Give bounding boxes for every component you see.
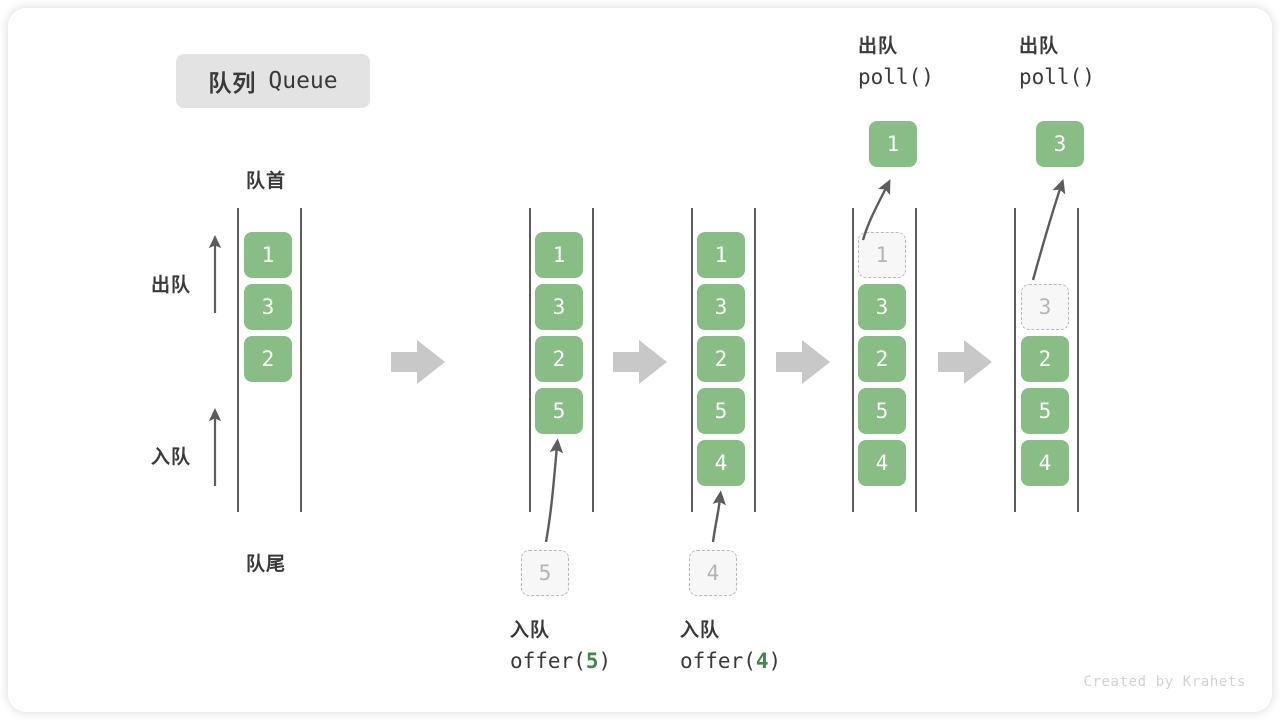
operation-code: poll() [1019,65,1095,89]
rail-right-stage-poll-3 [1077,208,1079,512]
operation-code: offer(5) [510,649,612,673]
queue-cell: 5 [535,388,583,434]
rail-left-stage-poll-3 [1014,208,1016,512]
rail-right-stage-offer-4 [754,208,756,512]
queue-cell: 1 [535,232,583,278]
operation-code: offer(4) [680,649,782,673]
queue-cell: 4 [1021,440,1069,486]
enqueue-motion-arrow-5 [544,438,564,543]
dequeue-direction-label: 出队 [151,275,192,296]
polled-result-cell: 1 [869,121,917,167]
incoming-ghost-cell: 4 [689,550,737,596]
operation-label-poll-3: 出队 poll() [1019,32,1095,92]
queue-head-label: 队首 [246,171,287,192]
operation-label-poll-1: 出队 poll() [858,32,934,92]
enqueue-direction-label: 入队 [151,447,192,468]
queue-cell: 3 [535,284,583,330]
diagram-card: 队列 Queue 队首 队尾 出队 入队 1 3 2 1 3 2 5 5 入队 … [8,8,1272,712]
title-cn: 队列 [208,70,257,96]
title-en: Queue [268,68,338,94]
queue-cell: 2 [535,336,583,382]
diagram-title-badge: 队列 Queue [176,54,370,108]
operation-label-offer-4: 入队 offer(4) [680,616,781,676]
queue-cell: 2 [858,336,906,382]
queue-cell: 5 [858,388,906,434]
rail-right-stage-offer-5 [592,208,594,512]
outgoing-ghost-cell: 1 [858,232,906,278]
queue-cell: 1 [697,232,745,278]
queue-cell: 2 [697,336,745,382]
queue-cell: 4 [697,440,745,486]
operation-cn: 出队 [858,36,899,57]
queue-cell: 5 [1021,388,1069,434]
step-arrow-4 [938,340,992,384]
outgoing-ghost-cell: 3 [1021,284,1069,330]
queue-cell: 3 [858,284,906,330]
arrows-overlay [208,178,1066,543]
rail-left-stage-initial [237,208,239,512]
queue-cell: 5 [697,388,745,434]
step-arrow-2 [613,340,667,384]
queue-cell: 3 [697,284,745,330]
polled-result-cell: 3 [1036,121,1084,167]
queue-cell: 4 [858,440,906,486]
dequeue-motion-arrow-3 [1031,178,1066,281]
operation-label-offer-5: 入队 offer(5) [510,616,611,676]
operation-cn: 出队 [1019,36,1060,57]
step-arrow-1 [391,340,445,384]
queue-cell: 2 [244,336,292,382]
watermark: Created by Krahets [1083,674,1246,690]
rail-left-stage-poll-1 [852,208,854,512]
operation-cn: 入队 [510,620,551,641]
rail-right-stage-poll-1 [915,208,917,512]
enqueue-motion-arrow-4 [711,490,726,543]
rail-left-stage-offer-5 [529,208,531,512]
queue-tail-label: 队尾 [246,554,287,575]
incoming-ghost-cell: 5 [521,550,569,596]
queue-cell: 3 [244,284,292,330]
rail-right-stage-initial [300,208,302,512]
queue-cell: 1 [244,232,292,278]
operation-cn: 入队 [680,620,721,641]
rail-left-stage-offer-4 [691,208,693,512]
queue-cell: 2 [1021,336,1069,382]
step-arrow-3 [776,340,830,384]
operation-code: poll() [858,65,934,89]
